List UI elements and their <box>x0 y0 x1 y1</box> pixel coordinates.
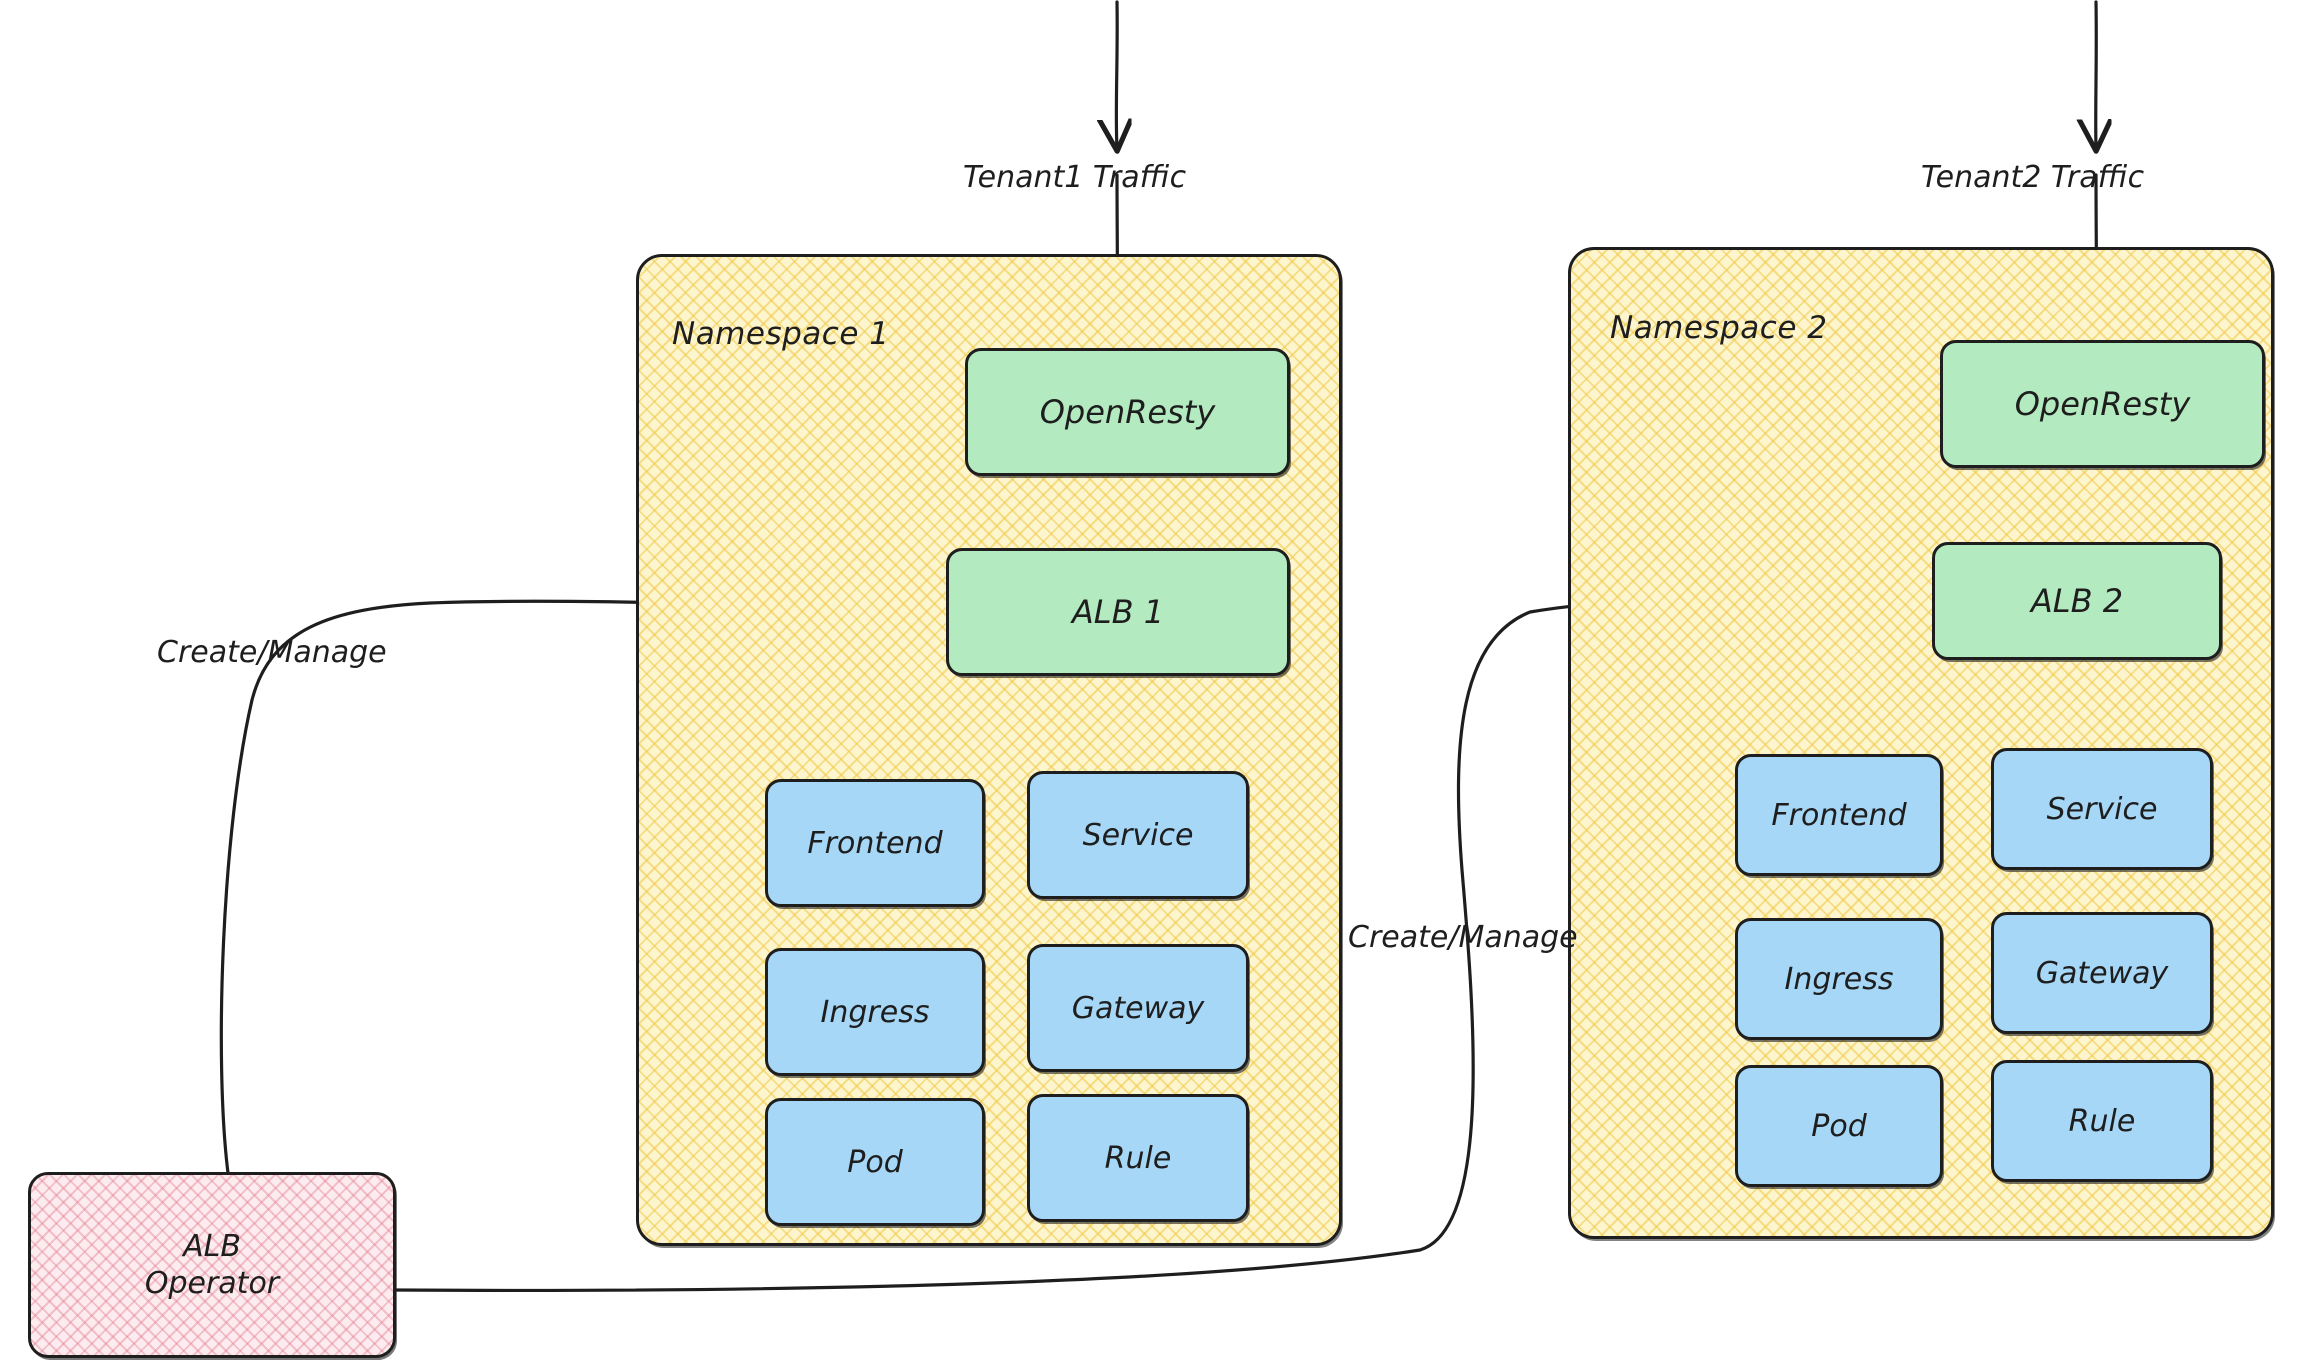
namespace-2-openresty-label: OpenResty <box>2014 385 2191 423</box>
namespace-2-resource-gateway[interactable]: Gateway <box>1991 912 2213 1034</box>
resource-label: Pod <box>1811 1108 1867 1144</box>
tenant1-traffic-label: Tenant1 Traffic <box>963 160 1187 195</box>
alb-operator-line2: Operator <box>144 1266 280 1301</box>
resource-label: Rule <box>1104 1140 1172 1176</box>
namespace-1-openresty-label: OpenResty <box>1039 393 1216 431</box>
namespace-1-resource-frontend[interactable]: Frontend <box>765 779 985 907</box>
create-manage-label-2: Create/Manage <box>1348 920 1578 955</box>
tenant1-traffic-arrow <box>1116 0 1117 148</box>
namespace-1-resource-rule[interactable]: Rule <box>1027 1094 1249 1222</box>
resource-label: Frontend <box>807 825 943 861</box>
namespace-1-alb-box[interactable]: ALB 1 <box>946 548 1290 676</box>
resource-label: Pod <box>847 1144 903 1180</box>
namespace-1-resource-gateway[interactable]: Gateway <box>1027 944 1249 1072</box>
namespace-1-label: Namespace 1 <box>672 316 890 352</box>
alb-operator-box[interactable]: ALB Operator <box>28 1172 396 1358</box>
namespace-2-resource-rule[interactable]: Rule <box>1991 1060 2213 1182</box>
namespace-1-openresty-box[interactable]: OpenResty <box>965 348 1290 476</box>
namespace-2-alb-box[interactable]: ALB 2 <box>1932 542 2222 660</box>
resource-label: Service <box>2046 791 2158 827</box>
tenant2-traffic-arrow <box>2096 0 2097 148</box>
namespace-2-openresty-box[interactable]: OpenResty <box>1940 340 2265 468</box>
resource-label: Ingress <box>1784 961 1894 997</box>
namespace-2-resource-ingress[interactable]: Ingress <box>1735 918 1943 1040</box>
resource-label: Rule <box>2068 1103 2136 1139</box>
namespace-1-resource-pod[interactable]: Pod <box>765 1098 985 1226</box>
resource-label: Frontend <box>1771 797 1907 833</box>
namespace-1-resource-service[interactable]: Service <box>1027 771 1249 899</box>
resource-label: Ingress <box>820 994 930 1030</box>
namespace-2-resource-pod[interactable]: Pod <box>1735 1065 1943 1187</box>
resource-label: Service <box>1082 817 1194 853</box>
namespace-1-alb-label: ALB 1 <box>1071 593 1165 631</box>
namespace-2-alb-label: ALB 2 <box>2030 582 2124 620</box>
tenant2-traffic-label: Tenant2 Traffic <box>1921 160 2145 195</box>
resource-label: Gateway <box>1071 990 1205 1026</box>
namespace-2-label: Namespace 2 <box>1610 310 1828 346</box>
create-manage-label-1: Create/Manage <box>157 635 387 670</box>
alb-operator-line1: ALB <box>183 1228 241 1264</box>
namespace-2-resource-service[interactable]: Service <box>1991 748 2213 870</box>
namespace-1-resource-ingress[interactable]: Ingress <box>765 948 985 1076</box>
namespace-2-resource-frontend[interactable]: Frontend <box>1735 754 1943 876</box>
resource-label: Gateway <box>2035 955 2169 991</box>
